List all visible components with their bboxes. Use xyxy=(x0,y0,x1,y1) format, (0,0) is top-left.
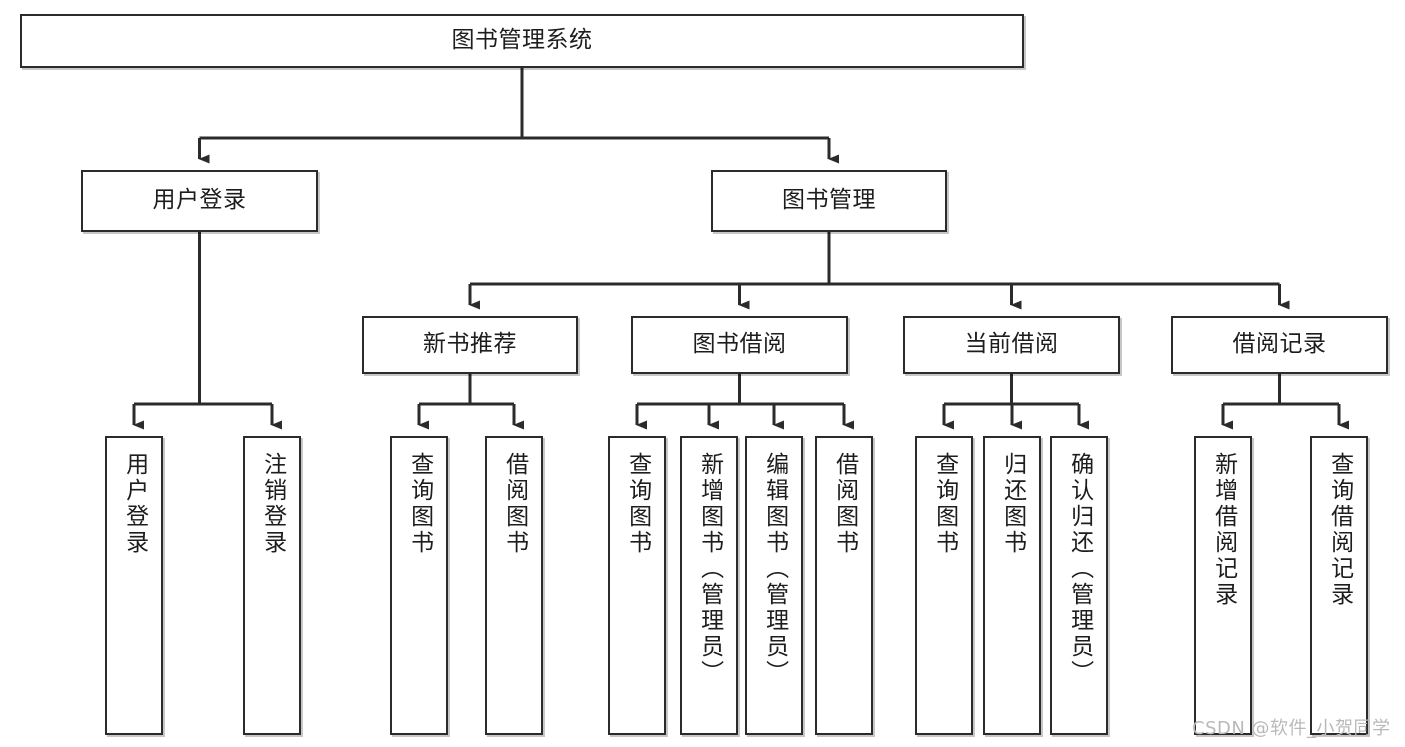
node-label: 借阅记录 xyxy=(1232,331,1327,358)
node-leaf12[interactable]: 新增借阅记录 xyxy=(1194,436,1252,735)
node-l2a[interactable]: 新书推荐 xyxy=(362,316,578,374)
node-leaf7[interactable]: 编辑图书（管理员） xyxy=(745,436,803,735)
node-label: 新书推荐 xyxy=(423,331,517,358)
node-leaf5[interactable]: 查询图书 xyxy=(608,436,666,735)
node-l2c[interactable]: 当前借阅 xyxy=(903,316,1120,374)
node-label: 编辑图书（管理员） xyxy=(761,452,788,686)
node-label: 当前借阅 xyxy=(964,331,1059,358)
node-label: 借阅图书 xyxy=(831,452,858,556)
node-leaf3[interactable]: 查询图书 xyxy=(390,436,448,735)
node-label: 图书管理系统 xyxy=(451,27,593,54)
node-l2d[interactable]: 借阅记录 xyxy=(1171,316,1388,374)
node-l2b[interactable]: 图书借阅 xyxy=(631,316,848,374)
node-leaf13[interactable]: 查询借阅记录 xyxy=(1310,436,1368,735)
node-leaf6[interactable]: 新增图书（管理员） xyxy=(680,436,738,735)
node-label: 新增图书（管理员） xyxy=(696,452,723,686)
node-label: 用户登录 xyxy=(121,452,148,556)
node-leaf4[interactable]: 借阅图书 xyxy=(485,436,543,735)
node-label: 用户登录 xyxy=(152,187,247,214)
csdn-watermark: CSDN @软件_小贺同学 xyxy=(1192,718,1391,739)
node-leaf9[interactable]: 查询图书 xyxy=(915,436,973,735)
node-label: 图书管理 xyxy=(782,187,876,214)
node-l1a[interactable]: 用户登录 xyxy=(81,170,318,232)
node-label: 查询图书 xyxy=(931,452,958,556)
node-root[interactable]: 图书管理系统 xyxy=(20,14,1024,68)
node-label: 查询图书 xyxy=(624,452,651,556)
node-label: 归还图书 xyxy=(999,452,1026,556)
node-leaf8[interactable]: 借阅图书 xyxy=(815,436,873,735)
node-label: 确认归还（管理员） xyxy=(1066,452,1093,686)
node-label: 注销登录 xyxy=(259,452,286,556)
node-leaf11[interactable]: 确认归还（管理员） xyxy=(1050,436,1108,735)
node-l1b[interactable]: 图书管理 xyxy=(711,170,947,232)
node-label: 查询借阅记录 xyxy=(1326,452,1353,608)
node-label: 新增借阅记录 xyxy=(1210,452,1237,608)
node-label: 查询图书 xyxy=(406,452,433,556)
node-leaf10[interactable]: 归还图书 xyxy=(983,436,1041,735)
node-leaf2[interactable]: 注销登录 xyxy=(243,436,301,735)
node-label: 图书借阅 xyxy=(692,331,787,358)
node-leaf1[interactable]: 用户登录 xyxy=(105,436,163,735)
node-label: 借阅图书 xyxy=(501,452,528,556)
